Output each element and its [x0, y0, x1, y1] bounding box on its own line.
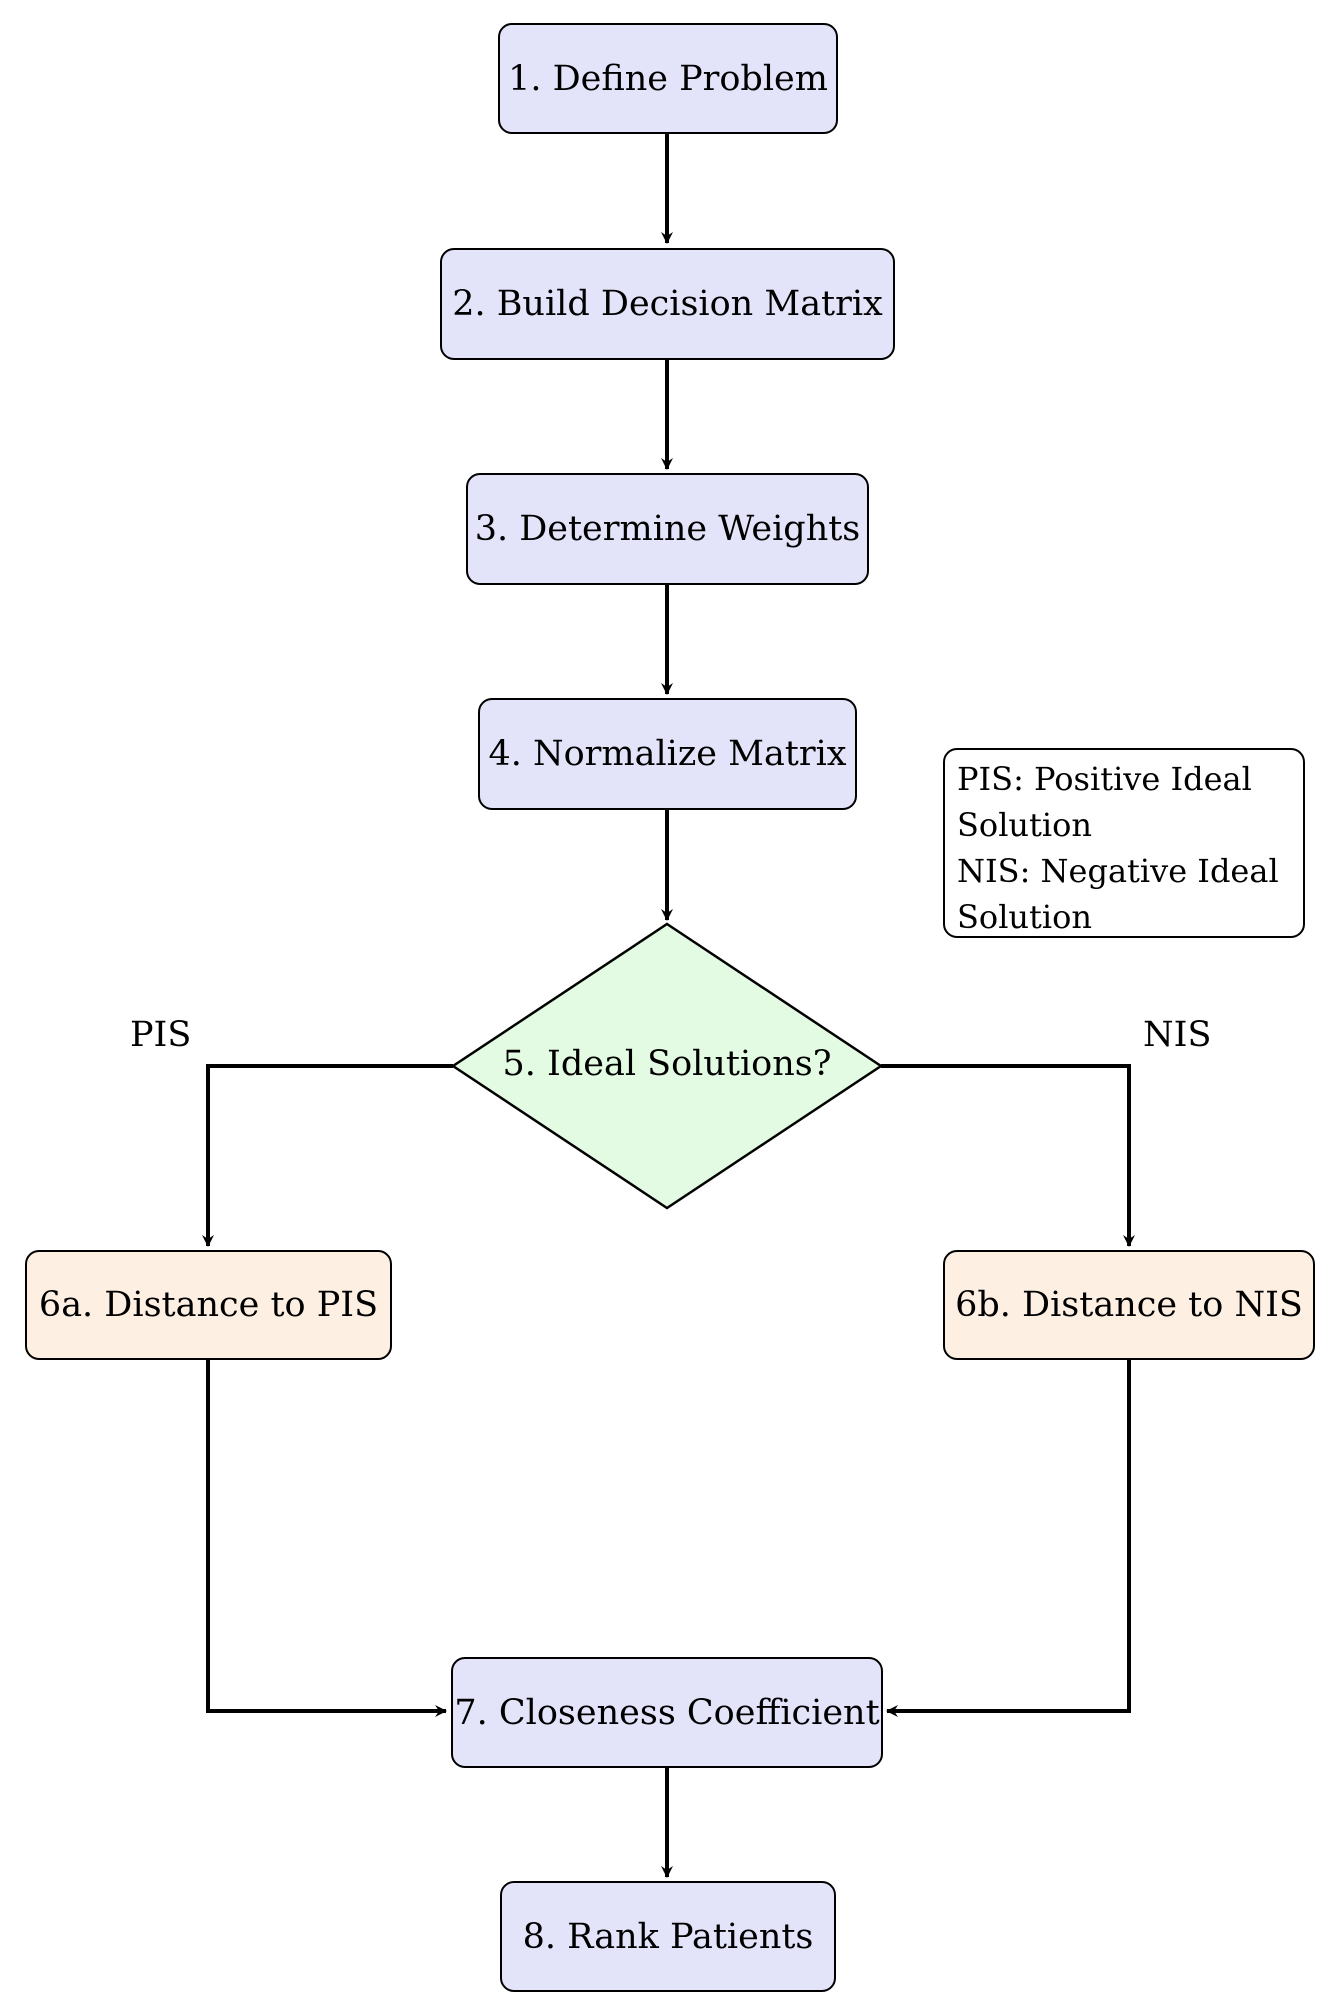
step-8-rank-patients: 8. Rank Patients — [500, 1881, 836, 1992]
branch-label-pis: PIS — [130, 1015, 192, 1055]
arrow-6a-to-7 — [206, 1360, 447, 1717]
legend-box: PIS: Positive Ideal Solution NIS: Negati… — [943, 748, 1305, 938]
step-6a-distance-to-pis: 6a. Distance to PIS — [25, 1250, 392, 1360]
arrow-5-to-6a — [202, 1064, 453, 1247]
step-3-determine-weights: 3. Determine Weights — [466, 473, 869, 585]
step-7-closeness-coefficient: 7. Closeness Coefficient — [451, 1657, 883, 1768]
decision-diamond — [450, 922, 884, 1210]
step-5-ideal-solutions: 5. Ideal Solutions? — [502, 1044, 832, 1084]
legend-line-4: Solution — [957, 898, 1092, 936]
arrow-5-to-6b — [881, 1064, 1135, 1247]
branch-label-nis: NIS — [1143, 1015, 1212, 1055]
legend-line-3: NIS: Negative Ideal — [957, 852, 1279, 890]
arrow-6b-to-7 — [886, 1360, 1131, 1717]
step-4-normalize-matrix: 4. Normalize Matrix — [478, 698, 857, 810]
legend-line-1: PIS: Positive Ideal — [957, 760, 1252, 798]
step-6b-distance-to-nis: 6b. Distance to NIS — [943, 1250, 1315, 1360]
legend-line-2: Solution — [957, 806, 1092, 844]
step-1-define-problem: 1. Define Problem — [498, 23, 838, 134]
step-2-build-decision-matrix: 2. Build Decision Matrix — [440, 248, 895, 360]
